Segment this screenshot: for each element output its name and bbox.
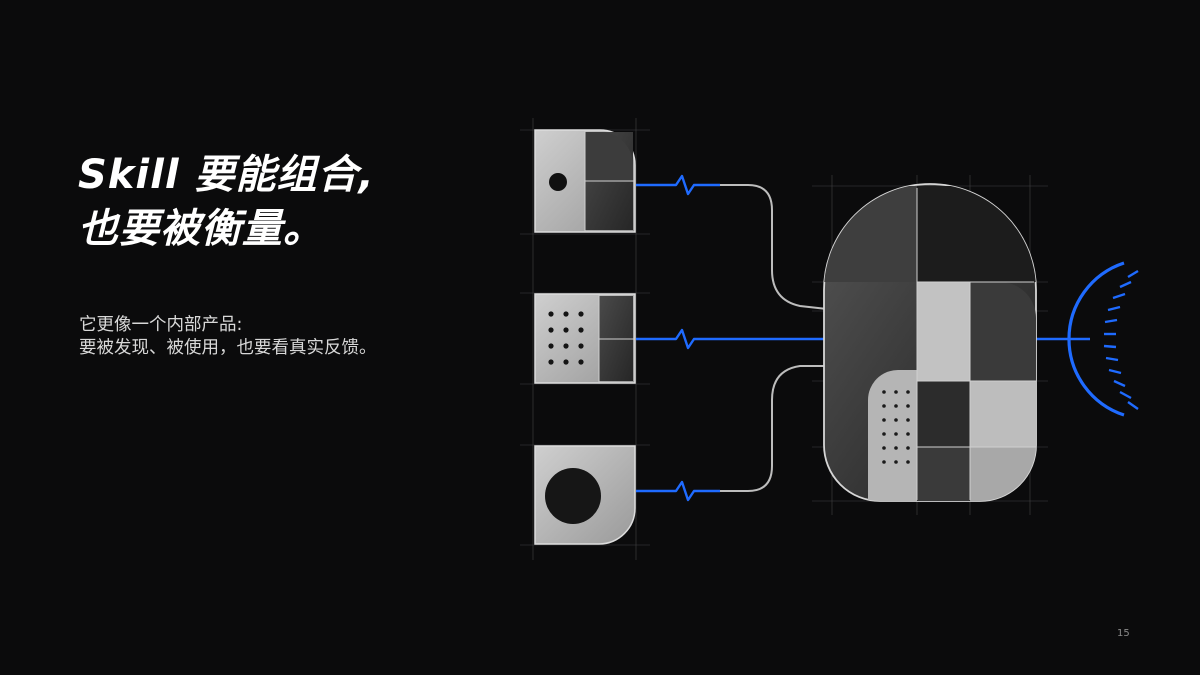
connector-wires (720, 184, 878, 492)
circle-module-icon (534, 445, 636, 545)
page-number: 15 (1117, 628, 1130, 639)
single-dot-module-icon (534, 129, 636, 233)
title-line-2: 也要被衡量。 (78, 206, 324, 252)
title-line-1: Skill 要能组合, (78, 152, 375, 198)
body-line-2: 要被发现、被使用，也要看真实反馈。 (79, 338, 377, 358)
slide-title: Skill 要能组合, 也要被衡量。 (78, 148, 375, 256)
dot-grid-module-icon (534, 293, 636, 384)
body-line-1: 它更像一个内部产品: (79, 315, 243, 335)
composite-capsule-icon (823, 183, 1037, 502)
feedback-gauge-icon (1067, 261, 1139, 417)
slide-body-text: 它更像一个内部产品: 要被发现、被使用，也要看真实反馈。 (79, 314, 377, 360)
